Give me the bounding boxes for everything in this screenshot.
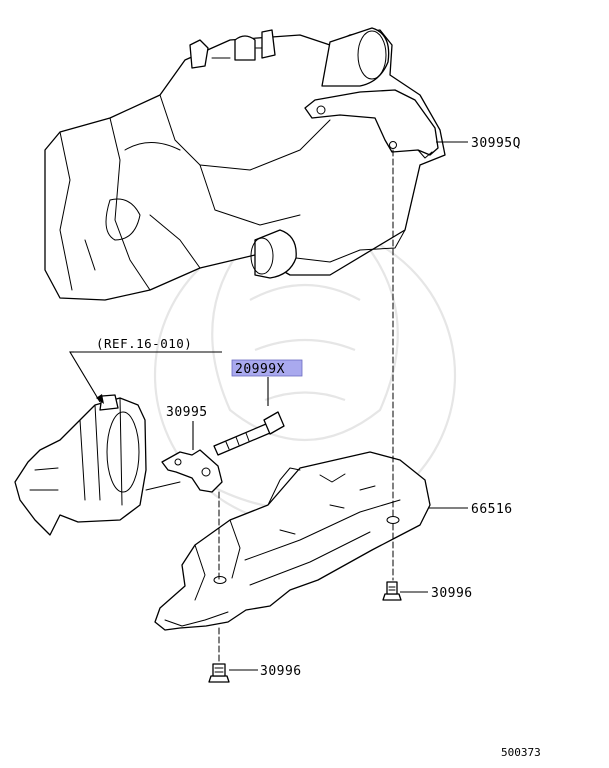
callout-20999x[interactable]: 20999X	[235, 362, 285, 377]
callout-highlight	[231, 359, 303, 377]
flange-bolt-bottom	[208, 663, 230, 683]
leader-lines	[69, 141, 468, 671]
starter-motor	[14, 394, 181, 536]
skid-plate	[154, 451, 431, 631]
diagram-number: 500373	[501, 746, 541, 759]
reference-arrowhead	[96, 394, 104, 404]
long-bolt	[213, 411, 285, 456]
callout-66516[interactable]: 66516	[471, 502, 513, 517]
transmission-assembly	[44, 27, 446, 301]
callout-reference[interactable]: (REF.16-010)	[96, 336, 192, 351]
flange-bolt-right	[382, 581, 402, 601]
alignment-lines	[218, 149, 394, 663]
callout-30995q[interactable]: 30995Q	[471, 136, 521, 151]
callout-30996-bottom[interactable]: 30996	[260, 664, 302, 679]
callout-30995[interactable]: 30995	[166, 405, 208, 420]
callout-30996-right[interactable]: 30996	[431, 586, 473, 601]
lower-bracket	[161, 449, 223, 493]
upper-bracket	[304, 89, 439, 159]
